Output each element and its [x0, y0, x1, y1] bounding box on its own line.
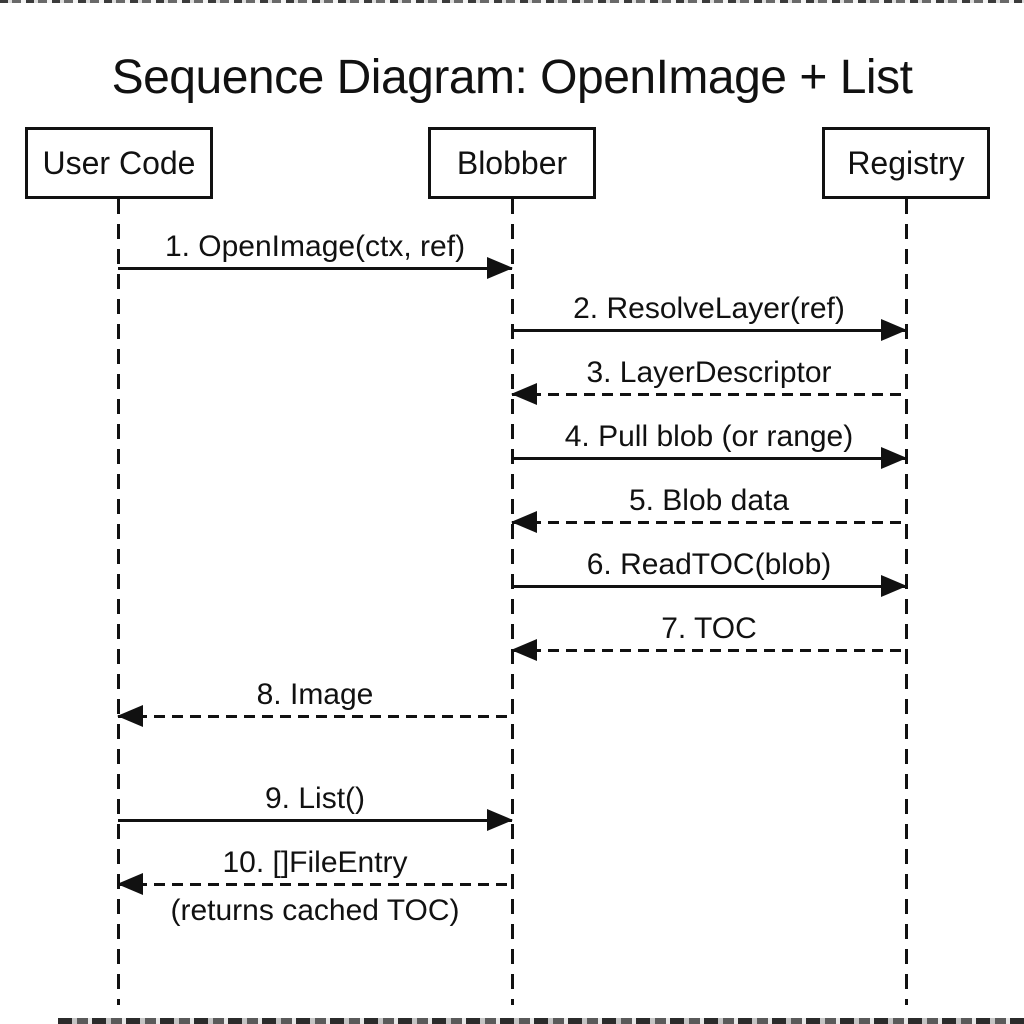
arrowhead-right-icon: [881, 575, 907, 597]
message-2-label: 2. ResolveLayer(ref): [573, 292, 845, 325]
arrowhead-left-icon: [511, 511, 537, 533]
lifeline-user-code: [117, 199, 120, 1005]
message-3-label: 3. LayerDescriptor: [586, 356, 832, 389]
actor-label-user-code: User Code: [42, 144, 196, 181]
actor-box-user-code: User Code: [25, 127, 213, 199]
message-8-label: 8. Image: [256, 678, 374, 711]
message-3-line: [512, 393, 906, 396]
actor-box-registry: Registry: [822, 127, 990, 199]
message-4-line: [512, 457, 906, 460]
message-10-line: [118, 883, 512, 886]
message-8-line: [118, 715, 512, 718]
arrowhead-right-icon: [487, 809, 513, 831]
message-1-line: [118, 267, 512, 270]
arrowhead-right-icon: [881, 447, 907, 469]
arrowhead-left-icon: [117, 705, 143, 727]
arrowhead-left-icon: [117, 873, 143, 895]
message-10-label: 10. []FileEntry: [222, 846, 408, 879]
message-10-sublabel: (returns cached TOC): [170, 894, 460, 927]
message-7-line: [512, 649, 906, 652]
message-6-line: [512, 585, 906, 588]
actor-label-blobber: Blobber: [456, 144, 568, 181]
diagram-title: Sequence Diagram: OpenImage + List: [111, 51, 913, 104]
message-5-line: [512, 521, 906, 524]
arrowhead-left-icon: [511, 383, 537, 405]
actor-label-registry: Registry: [847, 144, 965, 181]
scan-artifact-top: [0, 0, 1024, 3]
message-4-label: 4. Pull blob (or range): [564, 420, 854, 453]
message-2-line: [512, 329, 906, 332]
scan-artifact-bottom: [58, 1018, 1024, 1024]
lifeline-blobber: [511, 199, 514, 1005]
actor-box-blobber: Blobber: [428, 127, 596, 199]
message-7-label: 7. TOC: [661, 612, 757, 645]
message-9-line: [118, 819, 512, 822]
arrowhead-right-icon: [881, 319, 907, 341]
arrowhead-left-icon: [511, 639, 537, 661]
lifeline-registry: [905, 199, 908, 1005]
message-6-label: 6. ReadTOC(blob): [586, 548, 832, 581]
message-9-label: 9. List(): [264, 782, 366, 815]
message-1-label: 1. OpenImage(ctx, ref): [164, 230, 466, 263]
message-5-label: 5. Blob data: [628, 484, 790, 517]
arrowhead-right-icon: [487, 257, 513, 279]
